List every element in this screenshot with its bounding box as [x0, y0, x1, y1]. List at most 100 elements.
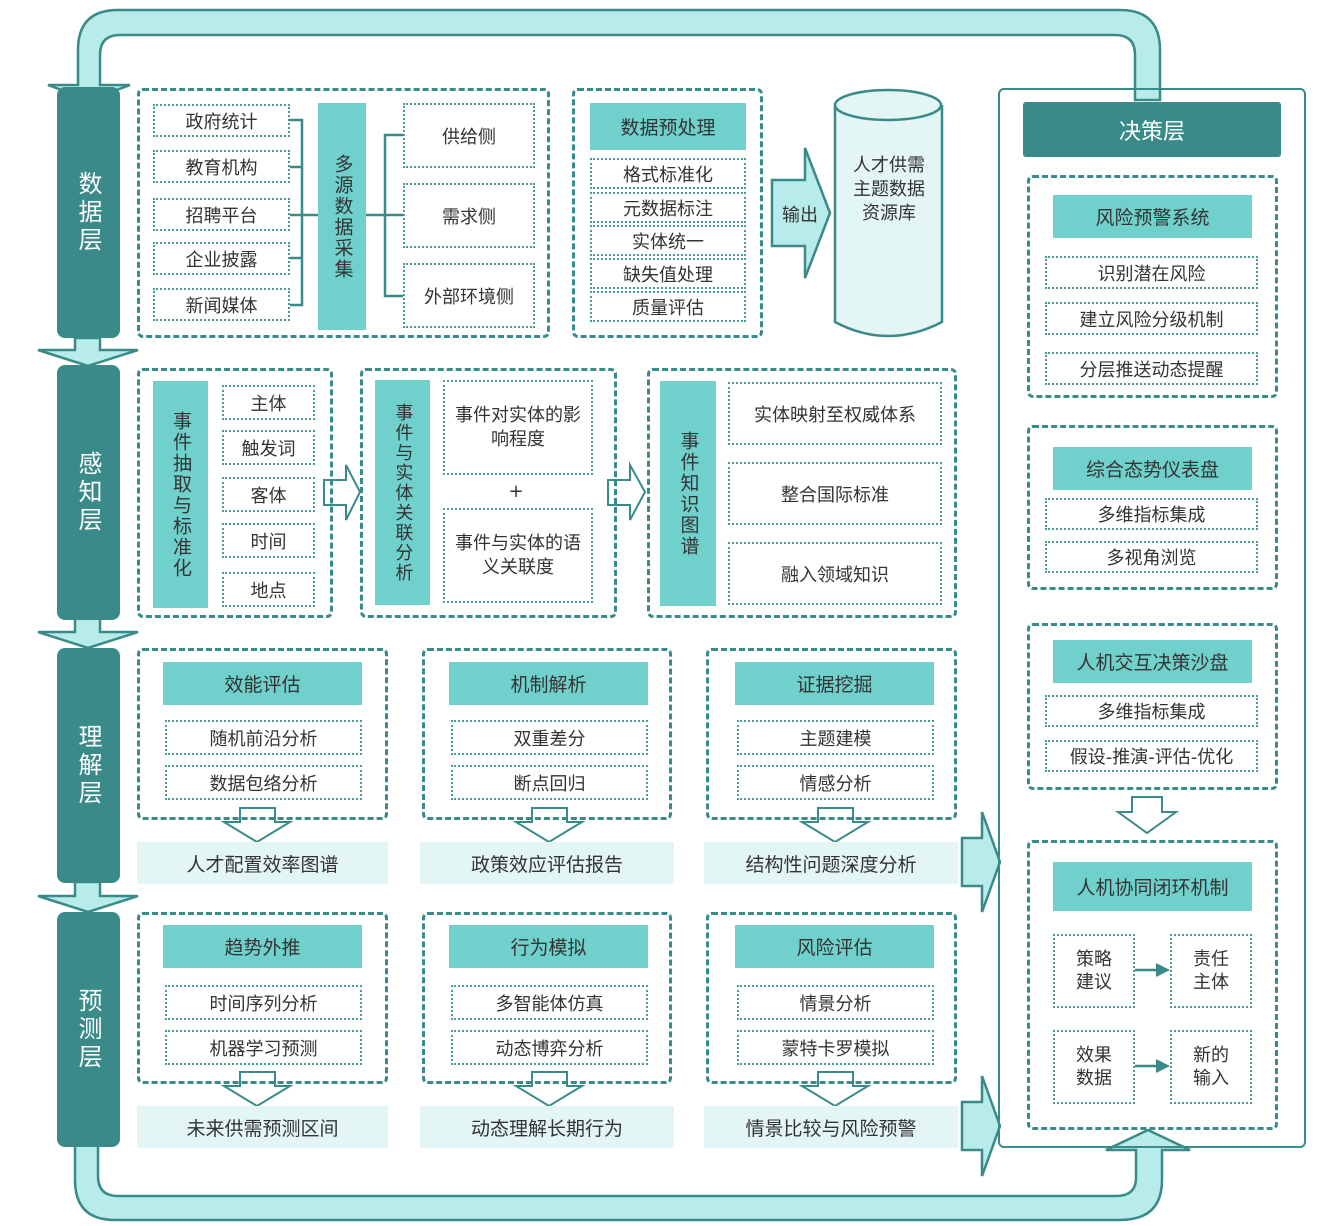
- layer-arrow-2: [37, 616, 139, 650]
- source-item: 新闻媒体: [153, 288, 290, 321]
- method-item: 双重差分: [451, 720, 648, 755]
- kg-item: 整合国际标准: [728, 462, 942, 525]
- risk-warning-title: 风险预警系统: [1053, 195, 1252, 238]
- prediction-module: [706, 912, 957, 1084]
- dashboard-title: 综合态势仪表盘: [1053, 447, 1252, 490]
- module-title: 风险评估: [735, 925, 934, 968]
- arrow-down-decision: [1114, 796, 1180, 835]
- loop-item: 新的 输入: [1170, 1030, 1252, 1104]
- source-item: 政府统计: [153, 104, 290, 137]
- method-item: 主题建模: [737, 720, 934, 755]
- method-item: 蒙特卡罗模拟: [737, 1030, 934, 1065]
- risk-warning-group: [1027, 175, 1278, 398]
- module-output: 结构性问题深度分析: [704, 842, 958, 884]
- event-element: 触发词: [222, 430, 315, 465]
- kg-item: 实体映射至权威体系: [728, 382, 942, 445]
- layer-data: 数据层: [57, 87, 120, 338]
- module-title: 效能评估: [163, 662, 362, 705]
- decision-item: 建立风险分级机制: [1045, 302, 1258, 335]
- module-title: 行为模拟: [449, 925, 648, 968]
- relation-item: 事件与实体的语义关联度: [443, 508, 593, 603]
- loop-item: 责任 主体: [1170, 934, 1252, 1008]
- source-item: 招聘平台: [153, 198, 290, 231]
- loop-item: 效果 数据: [1053, 1030, 1135, 1104]
- module-output: 未来供需预测区间: [137, 1106, 388, 1148]
- method-item: 断点回归: [451, 765, 648, 800]
- source-item: 企业披露: [153, 242, 290, 275]
- side-item: 供给侧: [403, 103, 535, 168]
- method-item: 情感分析: [737, 765, 934, 800]
- feedback-loop-top-arrow: [47, 8, 1162, 102]
- module-title: 证据挖掘: [735, 662, 934, 705]
- preprocess-title: 数据预处理: [590, 103, 746, 150]
- method-item: 数据包络分析: [165, 765, 362, 800]
- prediction-module: [422, 912, 672, 1084]
- relation-item: 事件对实体的影响程度: [443, 380, 593, 475]
- layer-prediction: 预测层: [57, 912, 120, 1147]
- output-arrow: [770, 147, 832, 279]
- decision-item: 识别潜在风险: [1045, 256, 1258, 289]
- module-output: 人才配置效率图谱: [137, 842, 388, 884]
- method-item: 动态博弈分析: [451, 1030, 648, 1065]
- multi-source-collection: 多源数据采集: [318, 103, 366, 330]
- loop-item: 策略 建议: [1053, 934, 1135, 1008]
- event-knowledge-graph: 事件知识图谱: [660, 381, 716, 606]
- sandbox-title: 人机交互决策沙盘: [1053, 640, 1252, 683]
- layer-perception: 感知层: [57, 365, 120, 620]
- closed-loop-group: [1027, 840, 1278, 1130]
- source-item: 教育机构: [153, 150, 290, 183]
- side-item: 外部环境侧: [403, 263, 535, 328]
- module-title: 机制解析: [449, 662, 648, 705]
- method-item: 机器学习预测: [165, 1030, 362, 1065]
- preprocess-step: 缺失值处理: [590, 258, 746, 289]
- method-item: 随机前沿分析: [165, 720, 362, 755]
- layer-arrow-1: [37, 336, 139, 368]
- knowledge-graph-group: [647, 368, 957, 618]
- feedback-loop-bottom-arrow: [73, 1128, 1191, 1222]
- decision-item: 多维指标集成: [1045, 695, 1258, 727]
- module-output: 情景比较与风险预警: [704, 1106, 958, 1148]
- module-title: 趋势外推: [163, 925, 362, 968]
- decision-item: 假设-推演-评估-优化: [1045, 740, 1258, 772]
- decision-item: 分层推送动态提醒: [1045, 352, 1258, 385]
- dashboard-group: [1027, 425, 1278, 590]
- event-extraction-group: [137, 368, 333, 618]
- decision-panel: [998, 88, 1306, 1148]
- preprocess-step: 实体统一: [590, 225, 746, 256]
- cylinder-top: [833, 88, 943, 122]
- event-element: 客体: [222, 477, 315, 512]
- closed-loop-title: 人机协同闭环机制: [1053, 862, 1252, 911]
- understanding-module: [422, 648, 672, 820]
- event-element: 时间: [222, 523, 315, 558]
- preprocess-step: 质量评估: [590, 291, 746, 322]
- event-entity-relation: 事件与实体关联分析: [375, 380, 430, 605]
- event-element: 主体: [222, 385, 315, 420]
- side-item: 需求侧: [403, 183, 535, 248]
- understanding-module: [137, 648, 388, 820]
- sandbox-group: [1027, 623, 1278, 790]
- method-item: 时间序列分析: [165, 985, 362, 1020]
- right-arrow-prediction: [960, 1075, 1002, 1177]
- layer-arrow-3: [37, 880, 139, 914]
- module-output: 政策效应评估报告: [420, 842, 674, 884]
- event-extraction: 事件抽取与标准化: [153, 381, 208, 608]
- arrow-right-1: [323, 464, 362, 521]
- database-label: 人才供需主题数据资源库: [853, 154, 925, 225]
- arrow-right-2: [607, 461, 647, 521]
- data-collection-group: [137, 88, 550, 338]
- event-element: 地点: [222, 572, 315, 607]
- decision-title: 决策层: [1023, 102, 1281, 157]
- plus-sign: +: [508, 480, 524, 502]
- layer-understanding: 理解层: [57, 648, 120, 883]
- method-item: 情景分析: [737, 985, 934, 1020]
- decision-item: 多维指标集成: [1045, 498, 1258, 530]
- cylinder-body: [833, 105, 944, 338]
- output-label: 输出: [782, 205, 818, 226]
- understanding-module: [706, 648, 957, 820]
- preprocess-group: [572, 88, 763, 338]
- preprocess-step: 元数据标注: [590, 192, 746, 223]
- module-output: 动态理解长期行为: [420, 1106, 674, 1148]
- relation-group: [360, 368, 617, 618]
- right-arrow-understanding: [960, 811, 1002, 913]
